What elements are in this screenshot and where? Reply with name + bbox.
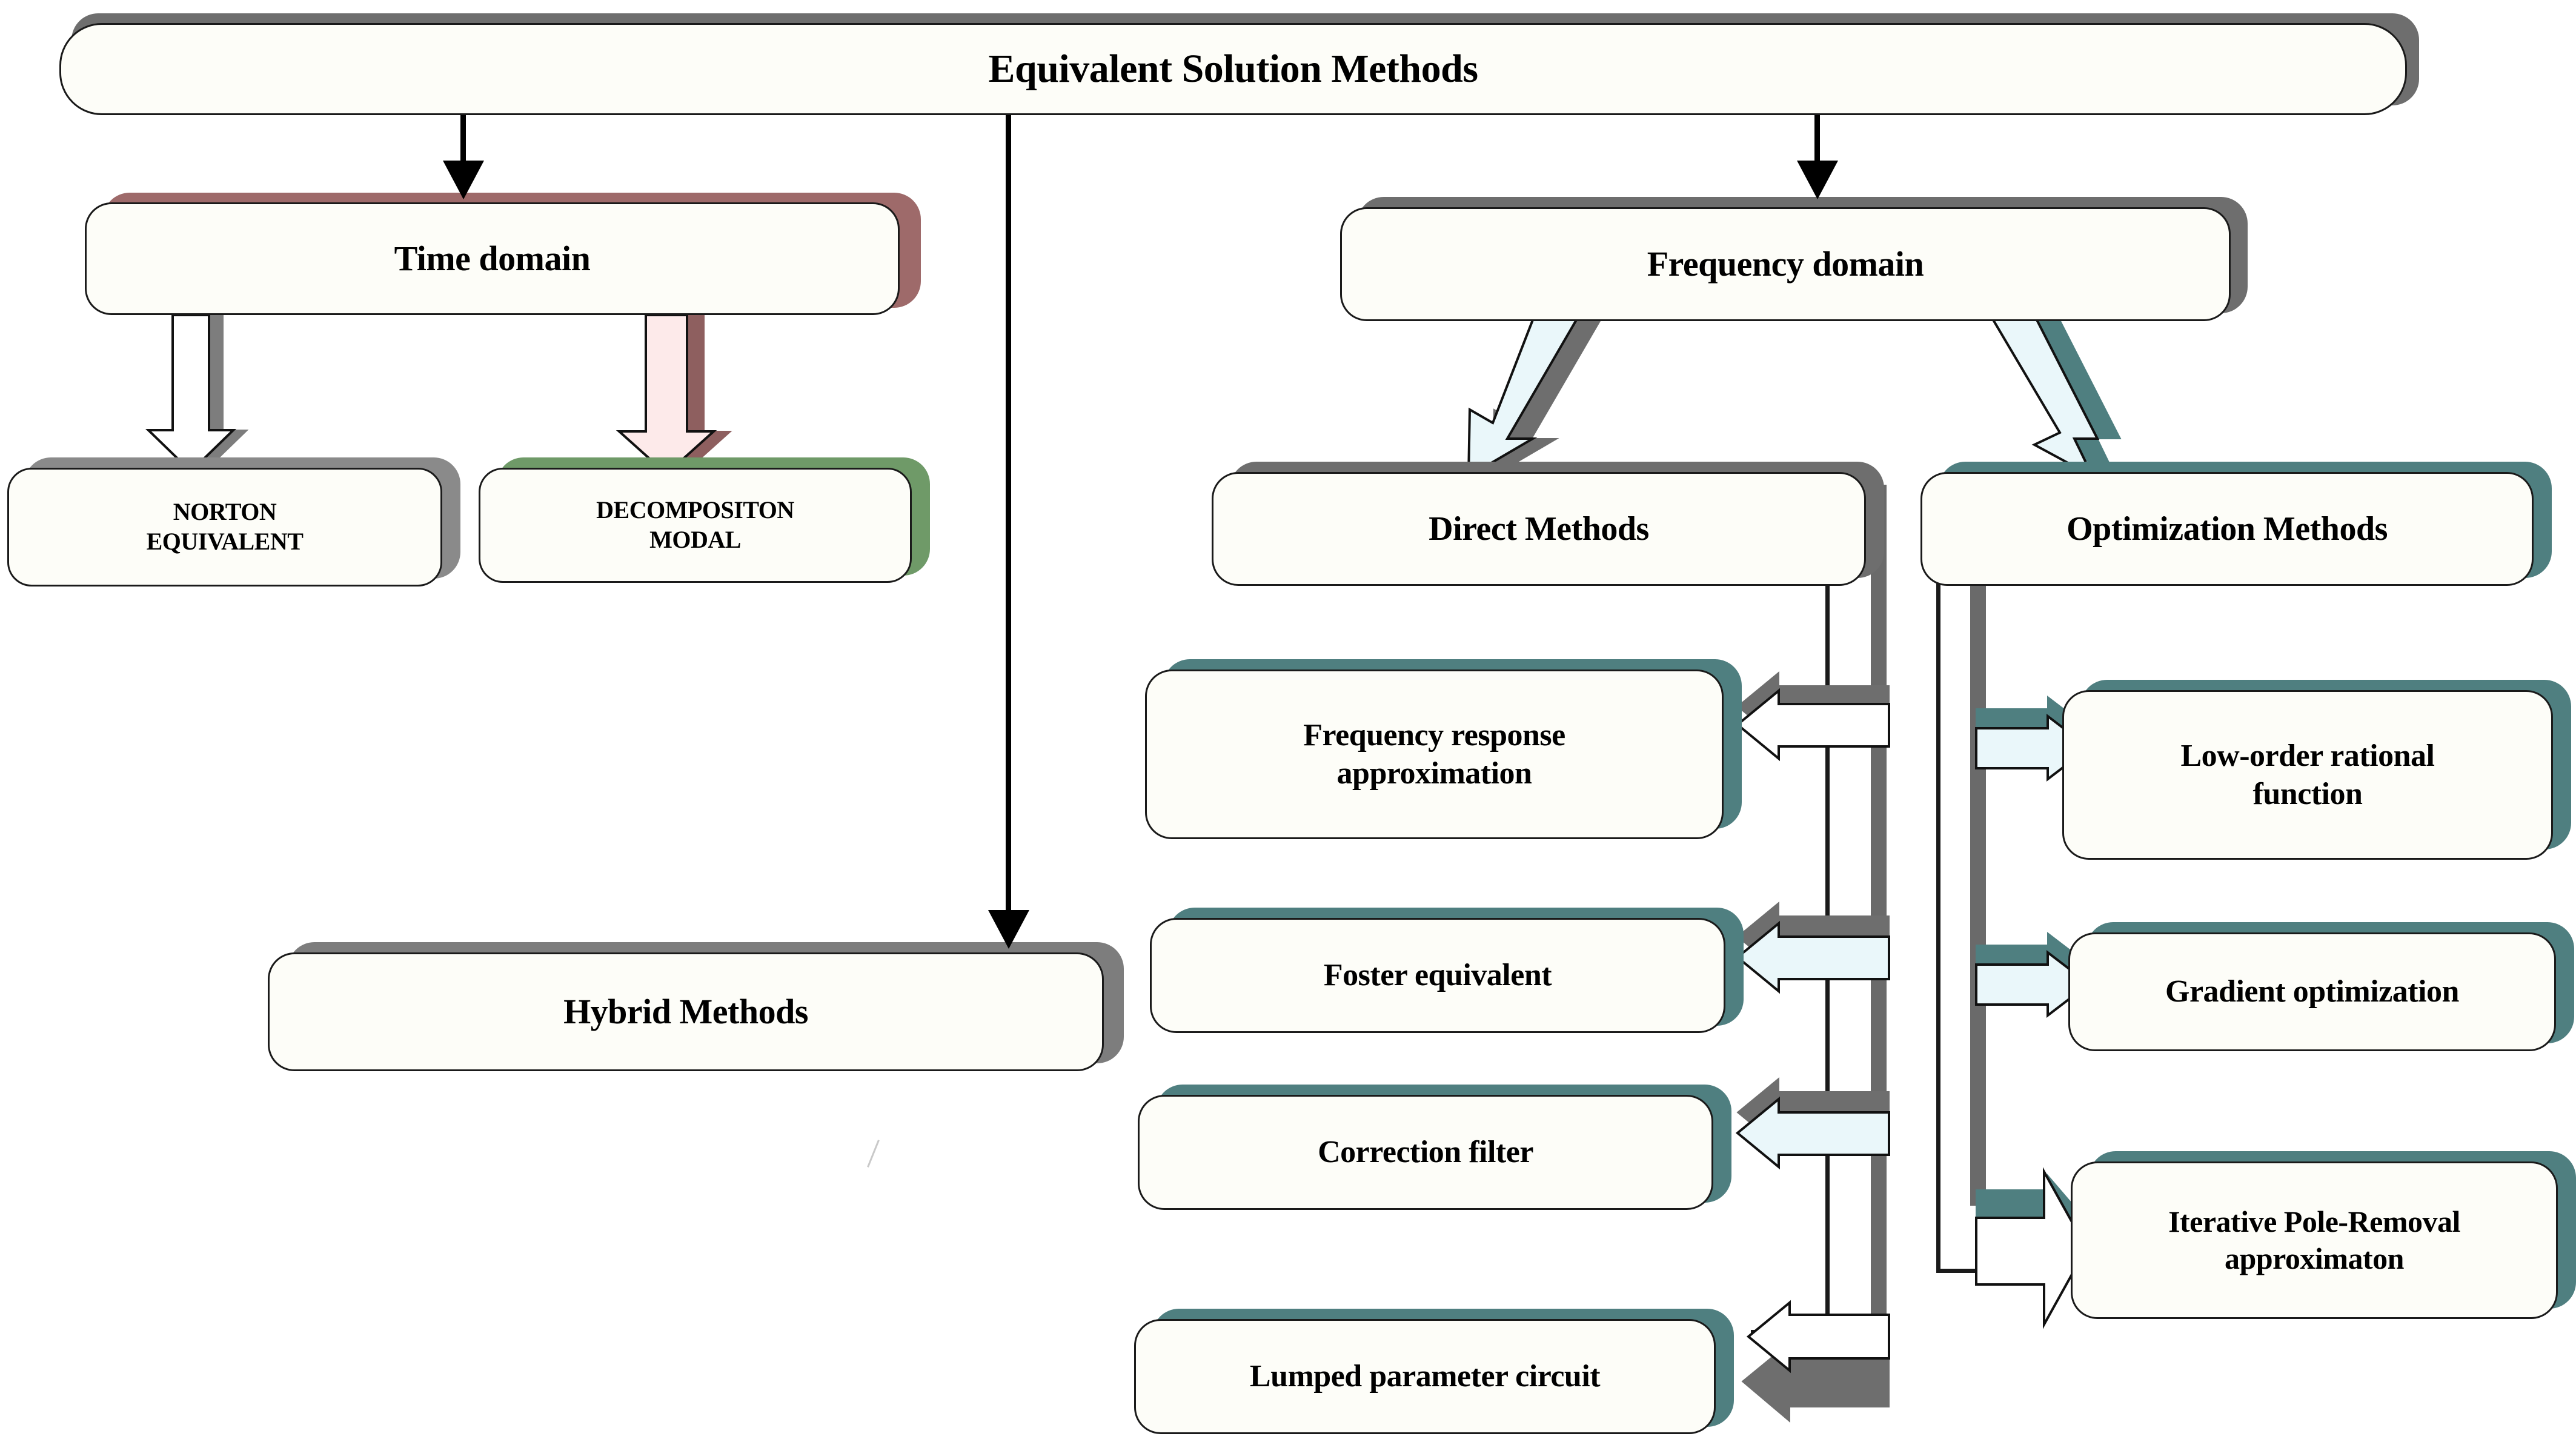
node-frequency-response-approximation[interactable]: Frequency response approximation (1145, 670, 1724, 839)
block-arrow-direct-to-correction-filter (1725, 1077, 1890, 1194)
optimization-methods-rail-inner (1936, 582, 1940, 1272)
connector-root-to-hybrid-methods (1006, 115, 1011, 951)
optimization-methods-label: Optimization Methods (2066, 510, 2388, 548)
block-arrow-frequency-to-direct-methods (1442, 319, 1648, 479)
frequency-domain-label: Frequency domain (1647, 244, 1924, 284)
block-arrow-time-to-decompositon-modal (612, 314, 757, 476)
block-arrow-frequency-to-optimization-methods (1927, 319, 2145, 480)
node-lumped-parameter-circuit[interactable]: Lumped parameter circuit (1134, 1319, 1716, 1434)
norton-equivalent-label: NORTON EQUIVALENT (146, 498, 304, 555)
block-arrow-direct-to-foster-equivalent (1725, 901, 1890, 1018)
node-optimization-methods[interactable]: Optimization Methods (1920, 472, 2534, 586)
root-node-label: Equivalent Solution Methods (988, 46, 1478, 91)
node-direct-methods[interactable]: Direct Methods (1212, 472, 1866, 586)
block-arrow-time-to-norton (139, 314, 279, 473)
arrowhead-root-to-frequency-domain (1797, 161, 1838, 199)
iterative-pole-removal-approximaton-label: Iterative Pole-Removal approximaton (2168, 1204, 2460, 1275)
block-arrow-direct-to-lumped-parameter-circuit (1725, 1300, 1890, 1424)
optimization-methods-rail-outer (1970, 485, 1986, 1206)
block-arrow-direct-to-frequency-response (1725, 671, 1890, 776)
node-iterative-pole-removal-approximaton[interactable]: Iterative Pole-Removal approximaton (2071, 1161, 2558, 1319)
node-frequency-domain[interactable]: Frequency domain (1340, 207, 2231, 321)
arrowhead-root-to-hybrid-methods (988, 910, 1029, 949)
node-correction-filter[interactable]: Correction filter (1138, 1095, 1713, 1210)
node-gradient-optimization[interactable]: Gradient optimization (2068, 932, 2556, 1051)
connector-root-to-frequency-domain (1814, 115, 1820, 188)
frequency-response-approximation-label: Frequency response approximation (1303, 717, 1565, 791)
node-foster-equivalent[interactable]: Foster equivalent (1150, 918, 1725, 1033)
hybrid-methods-label: Hybrid Methods (563, 991, 808, 1031)
node-norton-equivalent[interactable]: NORTON EQUIVALENT (7, 468, 442, 586)
node-decompositon-modal[interactable]: DECOMPOSITON MODAL (479, 468, 912, 583)
decompositon-modal-label: DECOMPOSITON MODAL (596, 496, 794, 553)
block-arrow-optimization-to-iterative-pole-removal (1975, 1167, 2110, 1329)
arrowhead-root-to-time-domain (443, 161, 484, 199)
time-domain-label: Time domain (394, 238, 591, 278)
connector-root-to-time-domain (460, 115, 466, 188)
gradient-optimization-label: Gradient optimization (2165, 974, 2459, 1009)
node-time-domain[interactable]: Time domain (85, 202, 900, 315)
lumped-parameter-circuit-label: Lumped parameter circuit (1249, 1359, 1601, 1394)
node-hybrid-methods[interactable]: Hybrid Methods (268, 952, 1104, 1071)
root-node-equivalent-solution-methods[interactable]: Equivalent Solution Methods (59, 23, 2407, 115)
direct-methods-label: Direct Methods (1429, 510, 1649, 548)
low-order-rational-function-label: Low-order rational function (2180, 738, 2435, 811)
node-low-order-rational-function[interactable]: Low-order rational function (2062, 690, 2553, 860)
foster-equivalent-label: Foster equivalent (1323, 958, 1552, 993)
stray-tick-mark (867, 1140, 880, 1168)
block-arrow-optimization-to-low-order-rational-function (1975, 695, 2103, 812)
correction-filter-label: Correction filter (1318, 1135, 1533, 1170)
